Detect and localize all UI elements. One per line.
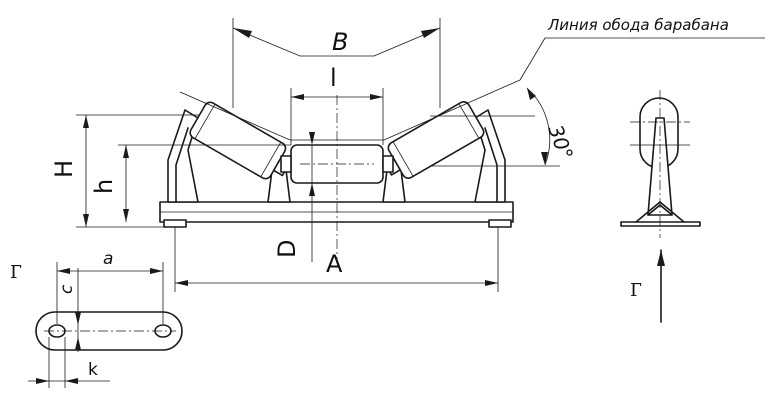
dim-H-label: H [50, 160, 78, 178]
dim-h-label: h [90, 179, 118, 194]
right-wing-roller [382, 101, 485, 179]
view-G-right-label: Г [630, 280, 642, 301]
rim-line-label: Линия обода барабана [547, 16, 729, 34]
dim-B-label: B [332, 28, 348, 56]
angle-label: 30° [543, 122, 578, 164]
dim-c-label: c [57, 284, 77, 294]
right-inner-support [382, 169, 406, 203]
dim-a-label: a [103, 249, 113, 269]
left-foot [163, 219, 187, 228]
dim-k-label: k [88, 360, 98, 380]
view-G-left-label: Г [10, 262, 22, 283]
left-wing-roller [189, 101, 292, 180]
detail-G [28, 262, 183, 388]
right-foot [488, 219, 512, 228]
side-view [620, 90, 701, 323]
dim-l-label: l [330, 64, 337, 92]
dim-A-label: A [326, 250, 343, 278]
drum-rim-line [179, 79, 521, 141]
front-view [76, 18, 765, 292]
dim-D-label: D [273, 240, 301, 258]
